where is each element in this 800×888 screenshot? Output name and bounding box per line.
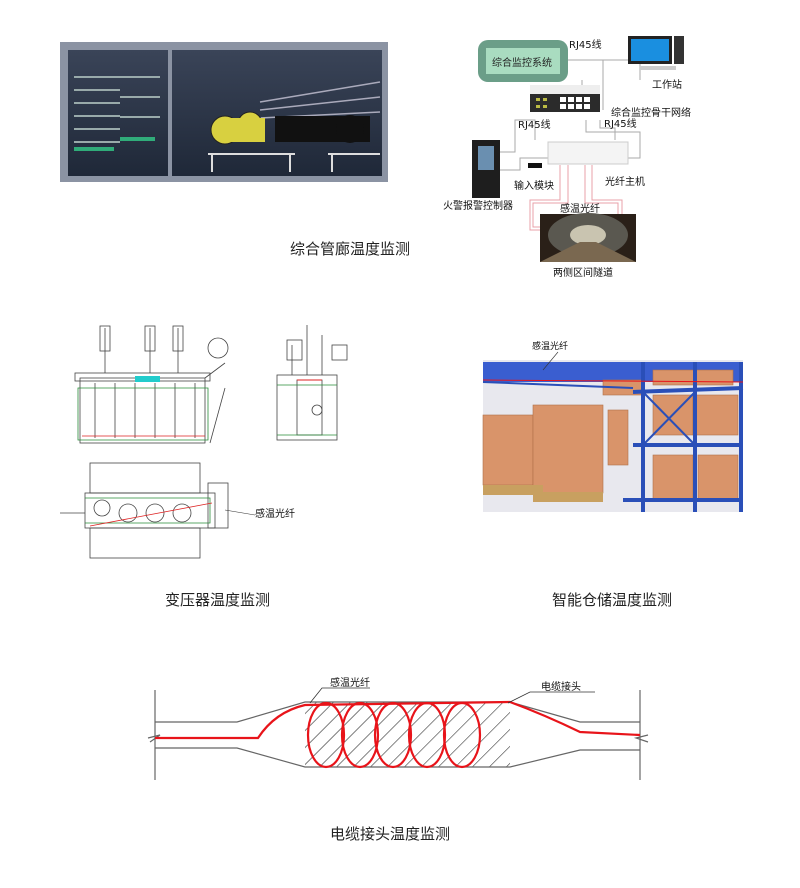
- cable-fiber-label: 感温光纤: [330, 678, 370, 689]
- rj45-top-label: RJ45线: [569, 40, 602, 51]
- warehouse-render: [482, 351, 744, 512]
- backbone-label: 综合监控骨干网络: [611, 108, 691, 119]
- rj45-right-label: RJ45线: [604, 119, 637, 130]
- rj45-left-label: RJ45线: [518, 120, 551, 131]
- tunnel-photo: [540, 213, 636, 262]
- fire-controller-label: 火警报警控制器: [443, 201, 513, 212]
- fiber-host-icon: [528, 141, 629, 168]
- transformer-caption: 变压器温度监测: [165, 591, 271, 609]
- workstation-label: 工作站: [652, 80, 682, 91]
- transformer-fiber-label: 感温光纤: [255, 509, 295, 520]
- transformer-side-view: [276, 325, 348, 441]
- sensing-fiber-label: 感温光纤: [560, 204, 600, 215]
- input-module-label: 输入模块: [514, 181, 554, 192]
- warehouse-caption: 智能仓储温度监测: [552, 591, 673, 609]
- tunnel-label: 两侧区间隧道: [553, 268, 613, 279]
- fire-controller-icon: [472, 140, 500, 198]
- cable-joint-label: 电缆接头: [541, 682, 581, 693]
- workstation-icon: [628, 36, 684, 70]
- pipe-gallery-caption: 综合管廊温度监测: [290, 240, 411, 258]
- transformer-drawing: [60, 325, 256, 559]
- network-diagram-lines: [472, 36, 684, 262]
- pipe-gallery-render: [60, 42, 388, 182]
- cable-joint-caption: 电缆接头温度监测: [330, 825, 451, 843]
- switch-icon: [530, 85, 600, 112]
- warehouse-fiber-label: 感温光纤: [532, 342, 569, 352]
- monitoring-system-label: 综合监控系统: [492, 58, 552, 69]
- fiber-host-label: 光纤主机: [605, 177, 645, 188]
